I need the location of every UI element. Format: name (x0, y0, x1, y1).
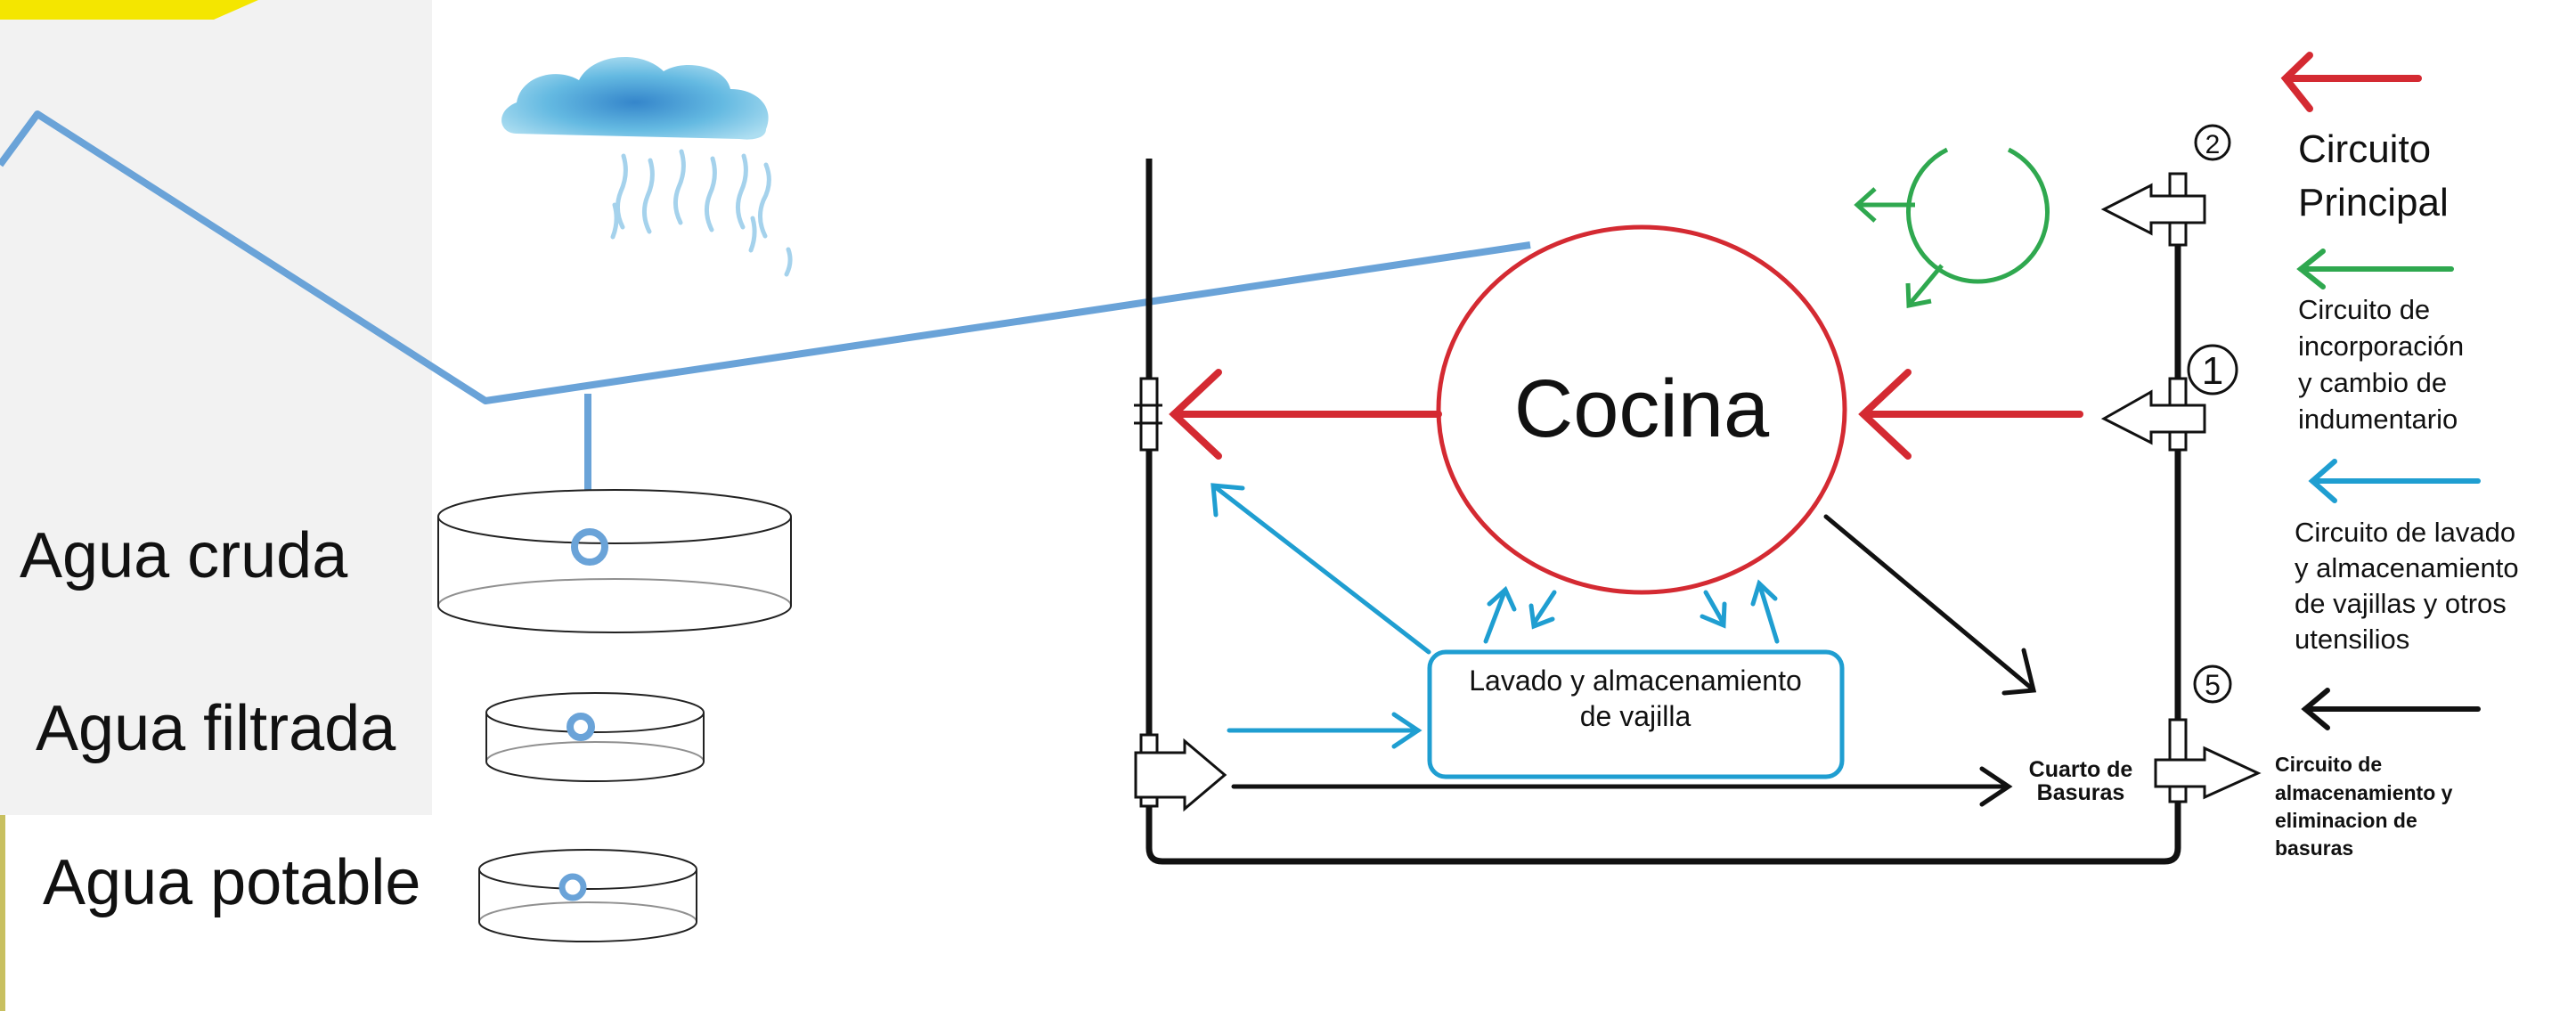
garbage-room-label-line1: Cuarto de (2029, 757, 2133, 782)
legend-main-label-line1: Circuito (2298, 127, 2431, 171)
water-pipe-line (0, 110, 1531, 404)
main-circuit-arrows (1169, 369, 2083, 460)
right-door-1 (2100, 377, 2206, 452)
change-circuit (1854, 147, 2050, 309)
filtered-water-inlet-icon (567, 713, 595, 741)
washing-label-line1: Lavado y almacenamiento (1469, 664, 1802, 697)
water-treatment-section: Agua cruda Agua filtrada Agua potable (0, 0, 1531, 1011)
legend-waste-arrow-icon (2301, 688, 2481, 730)
legend-wash-arrow-icon (2308, 459, 2481, 503)
svg-text:5: 5 (2205, 669, 2221, 701)
washing-circuit-arrows (1211, 483, 1780, 749)
left-edge-strip (0, 815, 5, 1011)
legend-main-label-line2: Principal (2298, 181, 2449, 224)
yellow-sticky-corner (0, 0, 258, 20)
filtered-water-tank (485, 692, 705, 782)
legend-waste-line3: eliminacion de (2275, 809, 2417, 832)
legend-change-line1: Circuito de (2298, 294, 2430, 325)
garbage-room-label-line2: Basuras (2037, 780, 2125, 805)
filtered-water-label: Agua filtrada (36, 693, 396, 764)
rain-cloud-icon (501, 56, 793, 277)
legend-change-arrow-icon (2296, 249, 2454, 289)
svg-text:2: 2 (2205, 130, 2221, 159)
legend-change-line3: y cambio de (2298, 367, 2447, 398)
raw-water-inlet-icon (571, 528, 608, 566)
legend-wash-line3: de vajillas y otros (2295, 588, 2507, 619)
legend-waste-line1: Circuito de (2275, 753, 2382, 776)
right-door-5 (2154, 718, 2262, 803)
door-number-2: 2 (2194, 124, 2231, 161)
kitchen-circuit-diagram: 2 1 5 Cocina Lavado y al (1134, 124, 2262, 865)
legend-change-line4: indumentario (2298, 404, 2458, 435)
building-outline (1145, 159, 2181, 865)
left-door-bottom (1134, 733, 1227, 812)
legend-waste-line2: almacenamiento y (2275, 781, 2453, 804)
legend: Circuito Principal Circuito de incorpora… (2275, 52, 2519, 860)
door-number-1: 1 (2187, 344, 2238, 395)
door-number-5: 5 (2193, 664, 2232, 704)
legend-change-line2: incorporación (2298, 330, 2464, 362)
kitchen-label: Cocina (1514, 363, 1770, 454)
washing-label-line2: de vajilla (1580, 700, 1692, 732)
legend-wash-line4: utensilios (2295, 624, 2409, 655)
legend-waste-line4: basuras (2275, 836, 2353, 860)
right-door-2 (2100, 172, 2206, 247)
potable-water-inlet-icon (558, 873, 587, 901)
washing-box (1427, 649, 1845, 779)
legend-wash-line2: y almacenamiento (2295, 552, 2519, 583)
svg-text:1: 1 (2202, 349, 2223, 393)
kitchen-circle (1436, 224, 1847, 595)
potable-water-tank (478, 849, 697, 942)
raw-water-label: Agua cruda (20, 520, 348, 591)
left-door-top (1134, 377, 1162, 452)
waste-circuit-arrows (1231, 514, 2037, 807)
legend-wash-line1: Circuito de lavado (2295, 517, 2515, 548)
legend-main-arrow-icon (2280, 52, 2422, 112)
potable-water-label: Agua potable (43, 847, 420, 918)
raw-water-tank (437, 489, 792, 633)
